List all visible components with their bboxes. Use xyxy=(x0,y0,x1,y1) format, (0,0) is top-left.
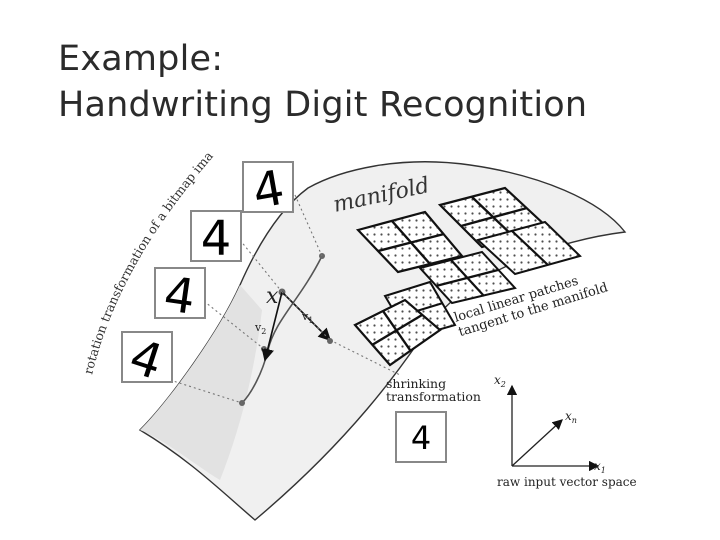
axis-xn-label: xn xyxy=(565,409,577,425)
shrink-point xyxy=(327,338,333,344)
tangent-patch-2 xyxy=(355,210,464,274)
axis-x2-label: x2 xyxy=(494,373,506,389)
shrink-label-line-2: transformation xyxy=(386,389,481,404)
slide-title: Example: Handwriting Digit Recognition xyxy=(58,36,587,128)
v2-label: v2 xyxy=(254,321,266,336)
title-line-2: Handwriting Digit Recognition xyxy=(58,85,588,125)
digit-glyph-2: 4 xyxy=(201,211,232,267)
digit-glyph-shrunk: 4 xyxy=(411,419,431,457)
digit-bitmap-2: 4 xyxy=(190,210,242,267)
digit-bitmap-shrunk: 4 xyxy=(395,411,447,463)
digit-bitmap-1: 4 xyxy=(242,160,294,220)
tangent-patch-3 xyxy=(475,220,582,276)
tangent-patch-4 xyxy=(418,250,517,305)
vector-space-label: raw input vector space xyxy=(497,475,637,489)
tangent-patch-6 xyxy=(353,298,442,367)
manifold-shading xyxy=(140,285,262,480)
v1-label: v1 xyxy=(301,310,313,325)
shrink-label-line-1: shrinking xyxy=(386,376,446,391)
projection-lines xyxy=(169,194,401,404)
digit-bitmap-3: 4 xyxy=(154,266,206,326)
point-x-label: x xyxy=(266,284,279,309)
digit-bitmap-4: 4 xyxy=(121,329,173,391)
v2-arrow xyxy=(261,291,283,362)
title-line-1: Example: xyxy=(58,39,224,79)
axis-xn xyxy=(511,419,563,467)
vector-space-axes: x2 xn x1 raw input vector space xyxy=(494,373,637,489)
axis-x1-label: x1 xyxy=(594,459,606,475)
